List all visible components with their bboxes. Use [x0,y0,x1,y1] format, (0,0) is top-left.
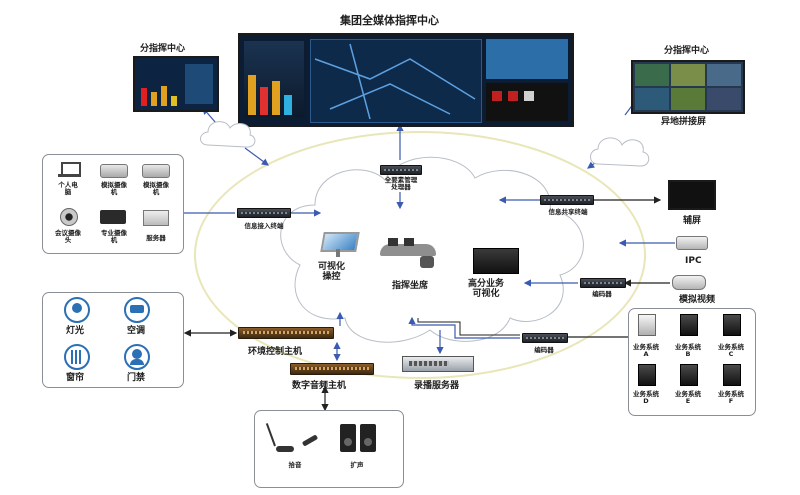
business-system-label: 业务系统 B [675,343,701,359]
network-ellipse [194,131,646,379]
remote-splice-screen [631,60,745,114]
encoder-label-bottom: 编码器 [534,346,554,354]
input-device-label: 模拟摄像 机 [143,181,169,197]
laptop-icon [58,162,81,177]
audio-host-device [290,363,374,375]
recording-server-device [402,356,474,372]
env-device-label: 灯光 [66,326,85,336]
info-access-device [237,208,291,218]
branch-left-label: 分指挥中心 [140,44,186,54]
business-system-label: 业务系统 A [633,343,659,359]
info-share-device [540,195,594,205]
business-system-label: 业务系统 D [633,390,659,406]
analog-camera-icon [142,164,170,178]
business-server-icon [723,314,741,336]
env-device-label: 窗帘 [66,373,85,383]
air-conditioner-icon [124,297,150,323]
curtain-icon [64,344,90,370]
hd-visual-label: 高分业务 可视化 [468,279,505,300]
branch-right-label: 分指挥中心 [664,46,710,56]
env-host-label: 环境控制主机 [248,347,303,357]
cloud-left [200,121,256,148]
element-processor-label: 全要素管理 处理器 [384,176,418,192]
speaker-icon [340,424,356,452]
audio-device-panel [254,410,404,488]
business-server-icon [680,364,698,386]
visual-control-label: 可视化 操控 [318,262,346,283]
business-system-label: 业务系统 E [675,390,701,406]
server-icon [143,210,169,226]
input-device-label: 会议摄像 头 [55,229,81,245]
encoder-device-bottom [522,333,568,343]
remote-screen-label: 异地拼接屏 [661,117,707,127]
access-control-icon [124,344,150,370]
command-seat-icon [380,238,444,268]
microphone-icon [265,422,298,454]
analog-camera-icon [100,164,128,178]
element-processor-device [380,165,422,175]
business-system-label: 业务系统 F [718,390,744,406]
touch-kiosk-icon [318,232,360,257]
info-access-label: 信息接入终端 [244,222,284,230]
env-host-device [238,327,334,339]
main-video-wall [238,33,574,127]
encoder-label-top: 编码器 [592,290,612,298]
audio-device-label: 扩声 [350,461,364,469]
conference-camera-icon [60,208,78,226]
analog-video-camera-icon [672,275,706,290]
light-icon [64,297,90,323]
aux-screen [668,180,716,210]
business-server-icon [680,314,698,336]
cloud-right [590,137,650,167]
recording-server-label: 录播服务器 [414,381,460,391]
encoder-device-top [580,278,626,288]
ipc-camera-icon [676,236,708,250]
env-device-label: 门禁 [127,373,146,383]
page-title: 集团全媒体指挥中心 [340,14,439,27]
hd-processor-icon [473,248,519,274]
input-device-label: 模拟摄像 机 [101,181,127,197]
command-seat-label: 指挥坐席 [392,281,429,291]
branch-left-screen [133,56,219,112]
business-server-icon [638,364,656,386]
aux-screen-label: 辅屏 [683,216,702,226]
analog-video-label: 模拟视频 [679,295,716,305]
pro-camera-icon [100,210,126,224]
business-server-icon [723,364,741,386]
audio-device-label: 拾音 [288,461,302,469]
input-device-label: 个人电 脑 [58,181,78,197]
input-device-label: 专业摄像 机 [101,229,127,245]
business-system-label: 业务系统 C [718,343,744,359]
info-share-label: 信息共享终端 [548,208,588,216]
input-device-label: 服务器 [146,234,166,242]
ipc-label: IPC [685,256,702,266]
speaker-icon [360,424,376,452]
env-device-label: 空调 [127,326,146,336]
business-server-icon [638,314,656,336]
audio-host-label: 数字音频主机 [292,381,347,391]
